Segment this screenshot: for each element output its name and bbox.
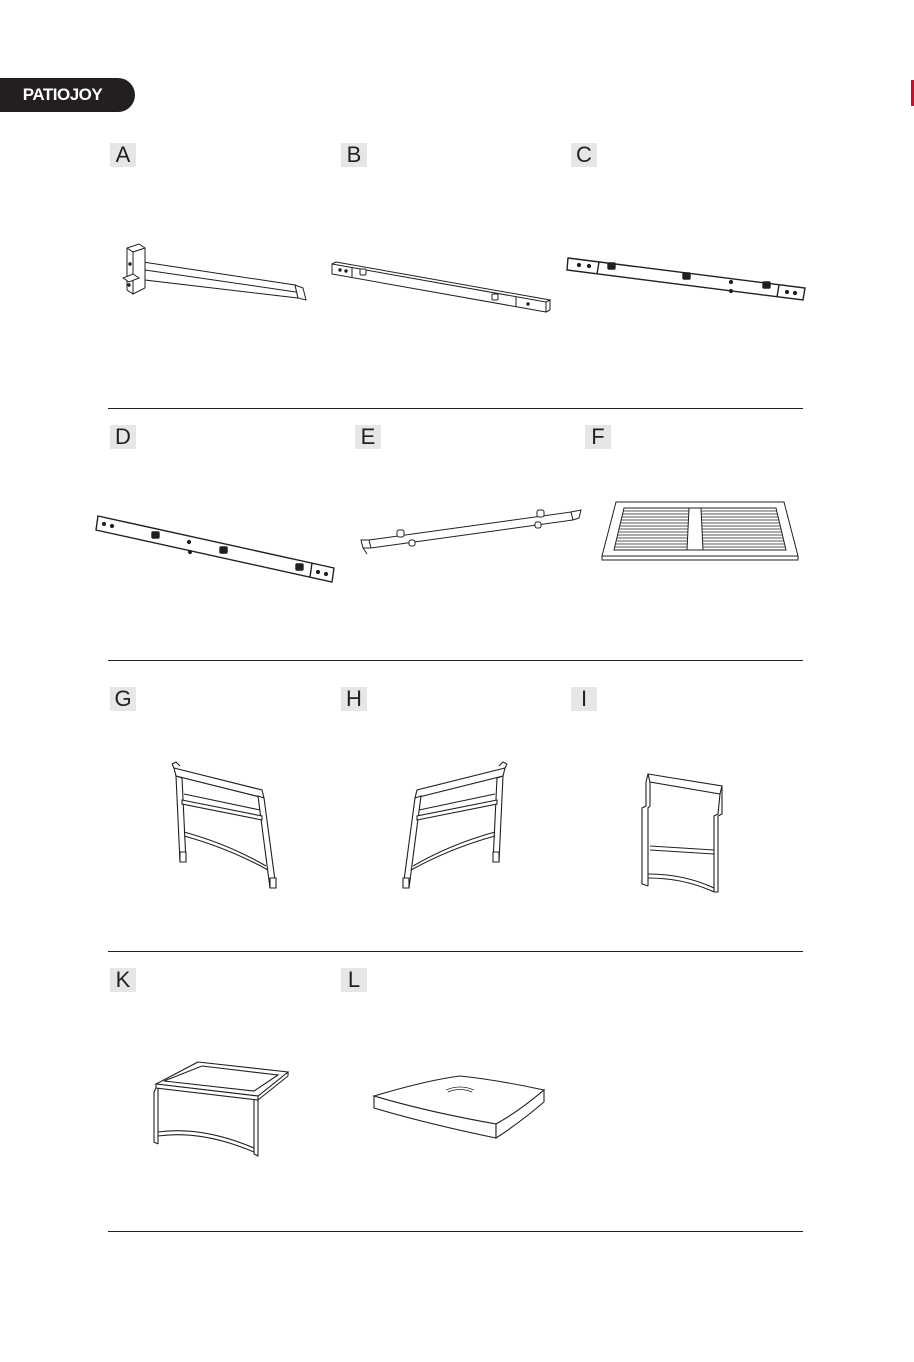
part-f-illustration xyxy=(600,500,800,562)
part-label-k: K xyxy=(110,968,136,992)
part-label-h: H xyxy=(341,687,367,711)
part-label-i: I xyxy=(571,687,597,711)
part-label-a: A xyxy=(110,143,136,167)
part-h-illustration xyxy=(396,762,511,894)
part-label-d: D xyxy=(110,425,136,449)
row-divider-1 xyxy=(108,408,803,409)
part-b-illustration xyxy=(328,258,550,318)
part-a-illustration xyxy=(115,240,310,315)
part-label-e: E xyxy=(355,425,381,449)
brand-logo-text: PATIOJOY xyxy=(23,85,112,105)
part-label-l: L xyxy=(341,968,367,992)
row-divider-2 xyxy=(108,660,803,661)
part-l-illustration xyxy=(368,1072,550,1144)
part-g-illustration xyxy=(168,762,283,894)
brand-logo: PATIOJOY xyxy=(0,78,135,112)
part-label-g: G xyxy=(110,687,136,711)
part-label-f: F xyxy=(585,425,611,449)
row-divider-3 xyxy=(108,951,803,952)
row-divider-4 xyxy=(108,1231,803,1232)
part-label-c: C xyxy=(571,143,597,167)
part-i-illustration xyxy=(638,770,730,894)
part-e-illustration xyxy=(357,500,585,560)
part-d-illustration xyxy=(94,512,338,584)
part-k-illustration xyxy=(150,1058,292,1158)
part-c-illustration xyxy=(565,254,809,304)
part-label-b: B xyxy=(341,143,367,167)
